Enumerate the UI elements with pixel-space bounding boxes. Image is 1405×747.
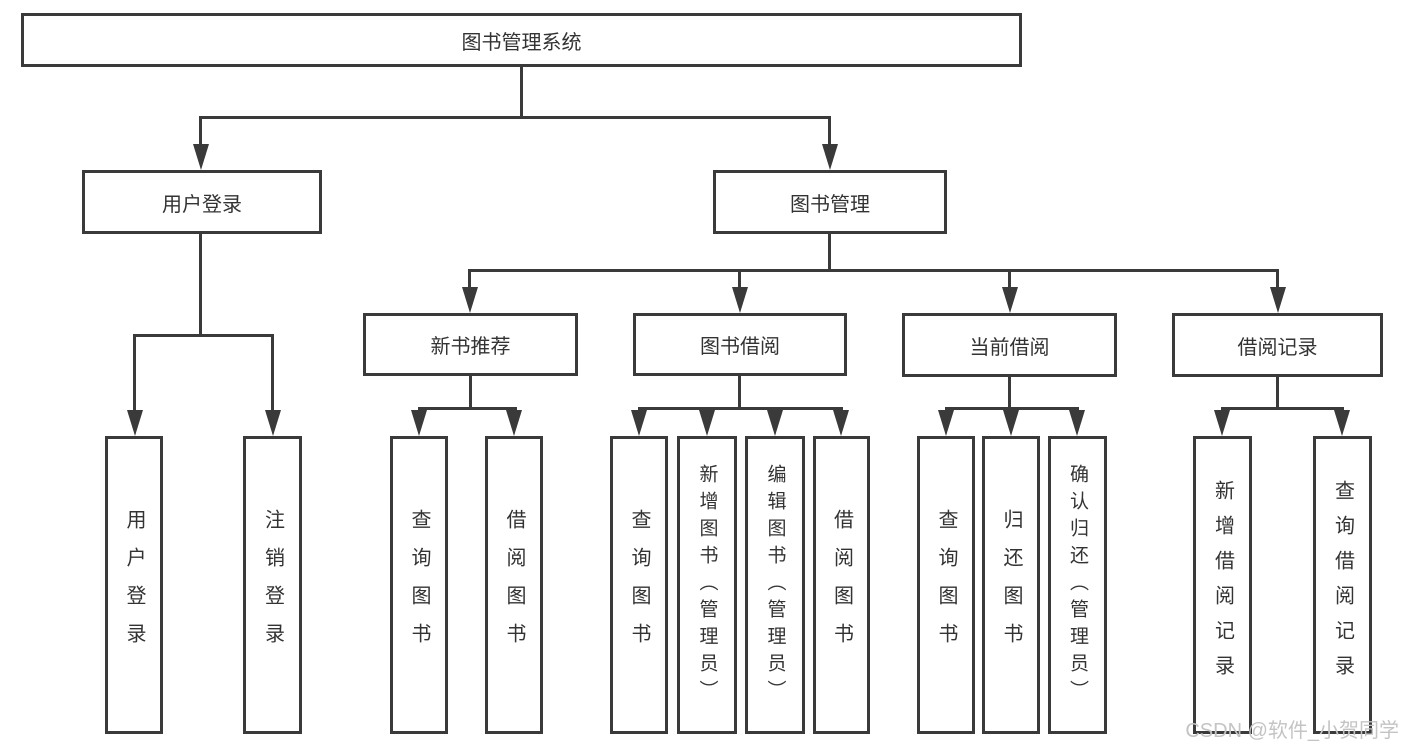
node-new-book-label: 新书推荐 xyxy=(430,336,511,358)
leaf-borrowing-borrow-label: 借阅图书 xyxy=(830,509,853,661)
connector-drop-user-login xyxy=(199,116,202,146)
connector-drop-leaf-logout xyxy=(271,334,274,412)
arrowhead-leaf-logout xyxy=(265,410,281,436)
leaf-borrowing-add-admin-label: 新增图书（管理员） xyxy=(696,463,718,707)
node-current-borrowing: 当前借阅 xyxy=(902,313,1117,377)
leaf-logout-label: 注销登录 xyxy=(261,509,284,661)
arrowhead-book-borrowing xyxy=(732,287,748,313)
node-book-borrowing: 图书借阅 xyxy=(633,313,847,376)
node-user-login-label: 用户登录 xyxy=(162,193,242,216)
connector-book-borrowing-branch xyxy=(638,407,843,410)
leaf-records-query: 查询借阅记录 xyxy=(1313,436,1372,734)
connector-book-borrowing-drop xyxy=(738,374,741,410)
connector-user-login-drop xyxy=(199,231,202,337)
leaf-borrowing-add-admin: 新增图书（管理员） xyxy=(677,436,737,734)
arrowhead-new-book xyxy=(462,287,478,313)
connector-drop-borrowing-records xyxy=(1276,269,1279,289)
leaf-current-query-label: 查询图书 xyxy=(935,509,957,661)
connector-borrowing-records-branch xyxy=(1221,407,1344,410)
connector-new-book-drop xyxy=(469,374,472,410)
connector-user-login-branch xyxy=(133,334,274,337)
arrowhead-br-add xyxy=(1214,410,1230,436)
leaf-records-add: 新增借阅记录 xyxy=(1193,436,1252,734)
connector-drop-book-management xyxy=(828,116,831,146)
node-root-label: 图书管理系统 xyxy=(461,31,582,54)
leaf-borrowing-edit-admin: 编辑图书（管理员） xyxy=(745,436,805,734)
leaf-borrowing-borrow: 借阅图书 xyxy=(813,436,870,734)
leaf-logout: 注销登录 xyxy=(243,436,302,734)
node-book-management-label: 图书管理 xyxy=(790,193,870,216)
leaf-current-confirm-admin-label: 确认归还（管理员） xyxy=(1067,463,1088,707)
leaf-new-book-borrow-label: 借阅图书 xyxy=(503,509,525,661)
leaf-current-return-label: 归还图书 xyxy=(1000,509,1022,661)
leaf-records-query-label: 查询借阅记录 xyxy=(1331,480,1354,690)
leaf-user-login: 用户登录 xyxy=(105,436,163,734)
arrowhead-nb-query xyxy=(411,410,427,436)
connector-branch-level2 xyxy=(469,269,1279,272)
node-current-borrowing-label: 当前借阅 xyxy=(969,336,1050,359)
arrowhead-br-query xyxy=(1334,410,1350,436)
arrowhead-leaf-login xyxy=(127,410,143,436)
leaf-new-book-query: 查询图书 xyxy=(390,436,448,734)
arrowhead-bb-borrow xyxy=(833,410,849,436)
arrowhead-bb-query xyxy=(631,410,647,436)
node-book-management: 图书管理 xyxy=(713,170,947,234)
leaf-new-book-borrow: 借阅图书 xyxy=(485,436,543,734)
connector-new-book-branch xyxy=(418,407,517,410)
arrowhead-bb-add xyxy=(699,410,715,436)
arrowhead-borrowing-records xyxy=(1270,287,1286,313)
leaf-new-book-query-label: 查询图书 xyxy=(408,509,430,661)
connector-current-borrowing-branch xyxy=(945,407,1079,410)
connector-current-borrowing-drop xyxy=(1008,374,1011,410)
connector-borrowing-records-drop xyxy=(1276,374,1279,410)
leaf-records-add-label: 新增借阅记录 xyxy=(1211,480,1234,690)
arrowhead-nb-borrow xyxy=(506,410,522,436)
node-root: 图书管理系统 xyxy=(21,13,1022,67)
node-book-borrowing-label: 图书借阅 xyxy=(700,336,780,358)
connector-drop-current-borrowing xyxy=(1008,269,1011,289)
leaf-user-login-label: 用户登录 xyxy=(123,509,145,661)
arrowhead-cb-return xyxy=(1003,410,1019,436)
leaf-borrowing-edit-admin-label: 编辑图书（管理员） xyxy=(764,463,786,707)
connector-branch-level1 xyxy=(199,116,831,119)
csdn-watermark: CSDN @软件_小贺同学 xyxy=(1185,720,1399,742)
node-borrowing-records-label: 借阅记录 xyxy=(1237,336,1318,359)
leaf-borrowing-query: 查询图书 xyxy=(610,436,668,734)
node-borrowing-records: 借阅记录 xyxy=(1172,313,1383,377)
arrowhead-cb-confirm xyxy=(1069,410,1085,436)
connector-book-management-drop xyxy=(828,231,831,272)
node-new-book-recommendation: 新书推荐 xyxy=(363,313,578,376)
node-user-login: 用户登录 xyxy=(82,170,322,234)
arrowhead-current-borrowing xyxy=(1002,287,1018,313)
connector-drop-leaf-login xyxy=(133,334,136,412)
connector-drop-book-borrowing xyxy=(738,269,741,289)
arrowhead-book-management xyxy=(822,144,838,170)
connector-drop-new-book xyxy=(468,269,471,289)
arrowhead-cb-query xyxy=(938,410,954,436)
leaf-current-return: 归还图书 xyxy=(982,436,1040,734)
arrowhead-bb-edit xyxy=(767,410,783,436)
arrowhead-user-login xyxy=(193,144,209,170)
leaf-current-query: 查询图书 xyxy=(917,436,975,734)
leaf-borrowing-query-label: 查询图书 xyxy=(628,509,650,661)
leaf-current-confirm-admin: 确认归还（管理员） xyxy=(1048,436,1107,734)
connector-root-drop xyxy=(520,65,523,118)
